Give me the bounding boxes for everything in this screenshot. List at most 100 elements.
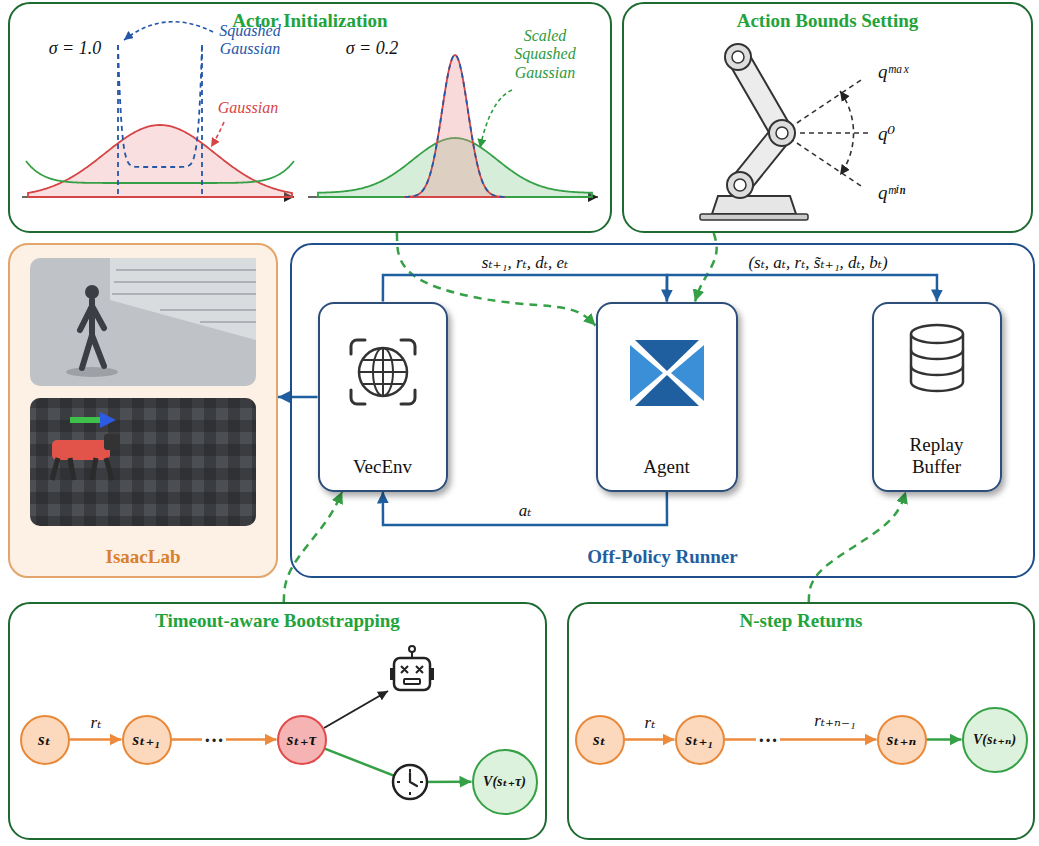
failure-robot-icon [401,666,423,673]
globe-icon [359,348,407,396]
panel-title: Action Bounds Setting [737,10,919,32]
agent-logo [671,345,704,401]
robot-arm [727,172,753,198]
clock-icon [393,765,427,799]
state-label: sₜ₊ₙ [887,729,917,750]
module-box: VecEnv [318,302,448,492]
panel: N-step Returnssₜsₜ₊₁sₜ₊ₙV(sₜ₊ₙ) [567,602,1035,840]
quadruped-scene [104,434,120,450]
edge-label-holder: rₜ [88,712,105,733]
plot-annotation: Gaussian [218,99,278,116]
agent-logo [630,345,663,401]
database-icon [911,350,963,375]
edge-label: rₜ [88,713,105,732]
value-label: V(sₜ₊τ) [483,773,526,790]
connector [397,233,596,326]
joint-limit-label: qᵐⁱⁿ [878,182,905,203]
label-holder: ··· [202,730,226,750]
runner-panel: Off-Policy Runner VecEnv AgentReplay Buffe… [290,243,1035,578]
simulator-panel: IsaacLab [8,243,278,578]
box-label: VecEnv [353,456,412,478]
humanoid-scene [112,270,256,322]
robot-arm [776,127,788,139]
globe-icon [351,340,415,404]
edge-label: (sₜ, aₜ, rₜ, s̃ₜ₊₁, dₜ, bₜ) [745,253,890,272]
connector [278,396,318,399]
state-label: sₜ [593,729,606,750]
failure-arrow [324,691,388,728]
state-circle: sₜ [20,715,70,765]
isaaclab-ground [8,243,278,578]
label-holder: σ = 1.0 [49,38,102,59]
edge-label: rₜ [642,713,659,732]
quadruped-scene [52,458,112,480]
plot-annotation: σ = 0.2 [346,38,399,58]
value-circle: V(sₜ₊τ) [472,749,538,815]
edge-label-holder: (sₜ, aₜ, rₜ, s̃ₜ₊₁, dₜ, bₜ) [745,252,890,273]
failure-robot-icon [404,679,420,684]
clock-icon [410,773,417,786]
panel-title: Timeout-aware Bootstrapping [155,610,400,632]
ellipsis: ··· [202,729,226,751]
database-icon [911,325,963,391]
panel-title: IsaacLab [106,546,181,568]
edge-label: aₜ [516,501,535,520]
connector [927,738,962,741]
humanoid-scene [30,258,256,386]
globe-icon [351,340,415,404]
globe-icon [359,348,407,396]
module-box: Replay Buffer [872,302,1002,492]
annotation-arrows [211,122,224,147]
distribution-curve [26,161,294,183]
plot-annotation: Squashed Gaussian [219,22,280,57]
module-box: Agent [596,302,738,492]
label-holder: Squashed Gaussian [210,22,290,59]
failure-robot-icon [390,646,434,690]
state-label: sₜ₊₁ [133,729,161,750]
edge-label-holder: rₜ₊ₙ₋₁ [811,710,859,731]
value-label: V(sₜ₊ₙ) [973,731,1016,748]
agent-logo [630,340,704,406]
connector [70,738,122,741]
robot-arm [769,120,795,146]
joint-limit-lines [840,91,854,175]
annotation-arrows [480,90,512,148]
database-icon [911,325,963,343]
robot-arm [734,179,746,191]
quadruped-scene [70,417,100,423]
state-circle: sₜ₊₁ [675,715,725,765]
panel: Action Bounds Setting [622,2,1033,233]
humanoid-scene [80,300,104,368]
joint-limit-label: qᵐᵃˣ [878,61,908,82]
connector [284,492,342,603]
humanoid-scene [85,285,99,299]
annotation-arrows [124,22,213,40]
distribution-curve [405,55,505,197]
connector [383,492,667,526]
box-label: Replay Buffer [892,434,982,478]
panel-title: Off-Policy Runner [587,546,737,568]
joint-limit-label: q⁰ [878,123,895,144]
connector [625,738,675,741]
edge-label-holder: rₜ [642,712,659,733]
plot-annotation: Scaled Squashed Gaussian [514,27,575,81]
state-label: sₜ₊τ [287,729,316,750]
robot-arm [725,44,751,70]
label-holder: Scaled Squashed Gaussian [505,27,585,82]
state-label: sₜ [38,729,51,750]
clock-icon [393,765,427,799]
edge-label: sₜ₊₁, rₜ, dₜ, eₜ [479,253,571,272]
state-circle: sₜ₊τ [277,715,327,765]
failure-robot-icon [394,658,430,690]
clock-icon [397,769,423,795]
quadruped-scene [52,440,110,460]
state-circle: sₜ [575,715,625,765]
state-circle: sₜ₊₁ [122,715,172,765]
edge-label: rₜ₊ₙ₋₁ [811,711,859,730]
state-label: sₜ₊₁ [686,729,714,750]
humanoid-scene [66,367,118,377]
label-holder: q⁰ [878,122,895,145]
humanoid-scene [30,258,256,386]
edge-label-holder: aₜ [516,500,535,521]
